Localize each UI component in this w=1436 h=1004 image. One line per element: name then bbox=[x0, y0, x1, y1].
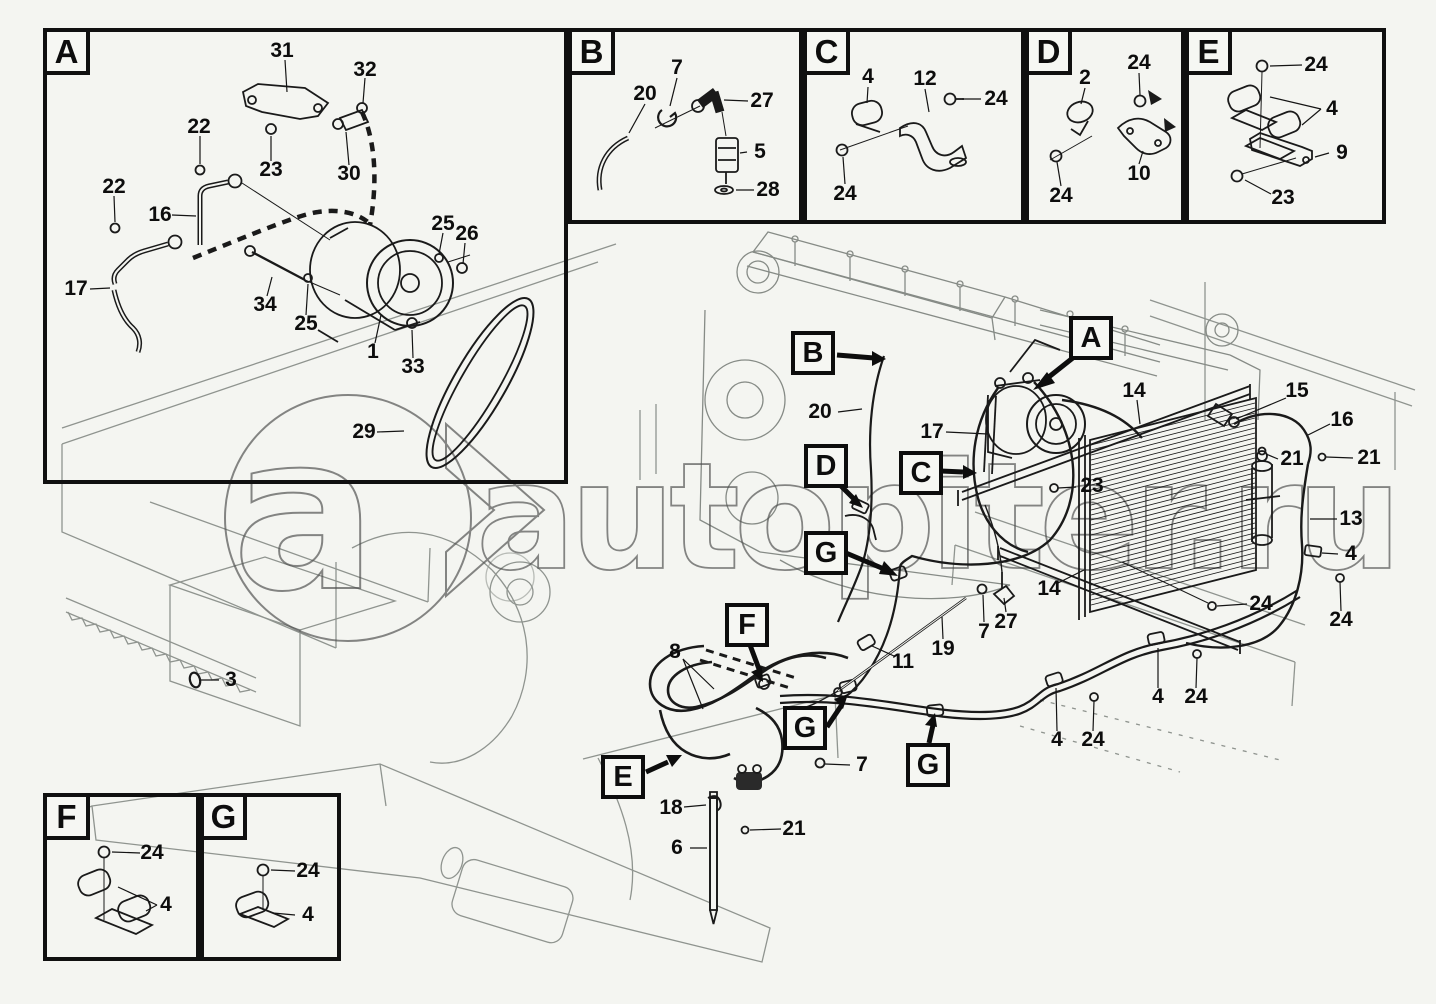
inset-letter-d: D bbox=[1025, 28, 1072, 75]
part-label: 3 bbox=[225, 668, 237, 691]
part-label: 34 bbox=[253, 293, 277, 316]
part-label: 33 bbox=[401, 355, 425, 378]
inset-letter-a: A bbox=[43, 28, 90, 75]
part-label: 25 bbox=[294, 312, 318, 335]
part-label: 19 bbox=[931, 637, 955, 660]
part-label: 24 bbox=[1329, 608, 1353, 631]
part-label: 4 bbox=[862, 65, 874, 88]
part-label: 16 bbox=[148, 203, 172, 226]
part-label: 7 bbox=[978, 620, 990, 643]
part-label: 24 bbox=[1049, 184, 1073, 207]
inset-box-a bbox=[43, 28, 568, 484]
part-label: 5 bbox=[754, 140, 766, 163]
part-label: 24 bbox=[1081, 728, 1105, 751]
part-label: 17 bbox=[64, 277, 88, 300]
inset-box-c bbox=[803, 28, 1025, 224]
callout-c: C bbox=[899, 451, 943, 495]
inset-box-f bbox=[43, 793, 200, 961]
part-label: 24 bbox=[1304, 53, 1328, 76]
part-label: 21 bbox=[782, 817, 806, 840]
callout-e: E bbox=[601, 755, 645, 799]
part-label: 31 bbox=[270, 39, 294, 62]
part-label: 22 bbox=[102, 175, 126, 198]
watermark-logo-letter: a bbox=[232, 388, 377, 639]
part-label: 21 bbox=[1357, 446, 1381, 469]
part-label: 12 bbox=[913, 67, 937, 90]
part-label: 24 bbox=[296, 859, 320, 882]
part-label: 4 bbox=[1326, 97, 1338, 120]
part-label: 22 bbox=[187, 115, 211, 138]
part-label: 24 bbox=[1127, 51, 1151, 74]
callout-a: A bbox=[1069, 316, 1113, 360]
inset-letter-f: F bbox=[43, 793, 90, 840]
part-label: 23 bbox=[1271, 186, 1295, 209]
leader-lines bbox=[89, 59, 1354, 916]
callout-g3: G bbox=[906, 743, 950, 787]
part-label: 24 bbox=[984, 87, 1008, 110]
part-label: 32 bbox=[353, 58, 377, 81]
part-label: 4 bbox=[160, 893, 172, 916]
inset-letter-c: C bbox=[803, 28, 850, 75]
inset-box-d bbox=[1025, 28, 1185, 224]
inset-box-e bbox=[1185, 28, 1386, 224]
part-label: 29 bbox=[352, 420, 376, 443]
part-label: 11 bbox=[891, 650, 915, 673]
callout-d: D bbox=[804, 444, 848, 488]
part-label: 20 bbox=[633, 82, 657, 105]
part-label: 13 bbox=[1339, 507, 1363, 530]
inset-box-b bbox=[568, 28, 803, 224]
part-label: 23 bbox=[259, 158, 283, 181]
inset-a-art bbox=[109, 83, 535, 470]
watermark-art: a autopiter.ru bbox=[224, 387, 1403, 642]
part-label: 4 bbox=[1152, 685, 1164, 708]
part-label: 26 bbox=[455, 222, 479, 245]
part-label: 20 bbox=[808, 400, 832, 423]
part-label: 4 bbox=[1345, 542, 1357, 565]
part-label: 24 bbox=[140, 841, 164, 864]
part-label: 24 bbox=[1249, 592, 1273, 615]
part-label: 4 bbox=[1051, 728, 1063, 751]
inset-box-g bbox=[200, 793, 341, 961]
part-label: 1 bbox=[367, 340, 379, 363]
part-label: 9 bbox=[1336, 141, 1348, 164]
callout-b: B bbox=[791, 331, 835, 375]
part-label: 14 bbox=[1122, 379, 1146, 402]
part-label: 27 bbox=[750, 89, 774, 112]
part-label: 15 bbox=[1285, 379, 1309, 402]
part-label: 7 bbox=[856, 753, 868, 776]
callout-f: F bbox=[725, 603, 769, 647]
part-label: 6 bbox=[671, 836, 683, 859]
part-label: 2 bbox=[1079, 66, 1091, 89]
part-label: 21 bbox=[1280, 447, 1304, 470]
part-label: 27 bbox=[994, 610, 1018, 633]
part-label: 25 bbox=[431, 212, 455, 235]
part-label: 16 bbox=[1330, 408, 1354, 431]
part-label: 10 bbox=[1127, 162, 1151, 185]
part-label: 17 bbox=[920, 420, 944, 443]
inset-letter-e: E bbox=[1185, 28, 1232, 75]
inset-letter-g: G bbox=[200, 793, 247, 840]
part-label: 23 bbox=[1080, 474, 1104, 497]
callout-g2: G bbox=[783, 706, 827, 750]
part-label: 28 bbox=[756, 178, 780, 201]
part-label: 7 bbox=[671, 56, 683, 79]
part-label: 14 bbox=[1037, 577, 1061, 600]
part-label: 8 bbox=[669, 640, 681, 663]
callout-g1: G bbox=[804, 531, 848, 575]
part-label: 30 bbox=[337, 162, 361, 185]
part-label: 24 bbox=[1184, 685, 1208, 708]
part-label: 18 bbox=[659, 796, 683, 819]
part-label: 4 bbox=[302, 903, 314, 926]
inset-letter-b: B bbox=[568, 28, 615, 75]
part-label: 24 bbox=[833, 182, 857, 205]
